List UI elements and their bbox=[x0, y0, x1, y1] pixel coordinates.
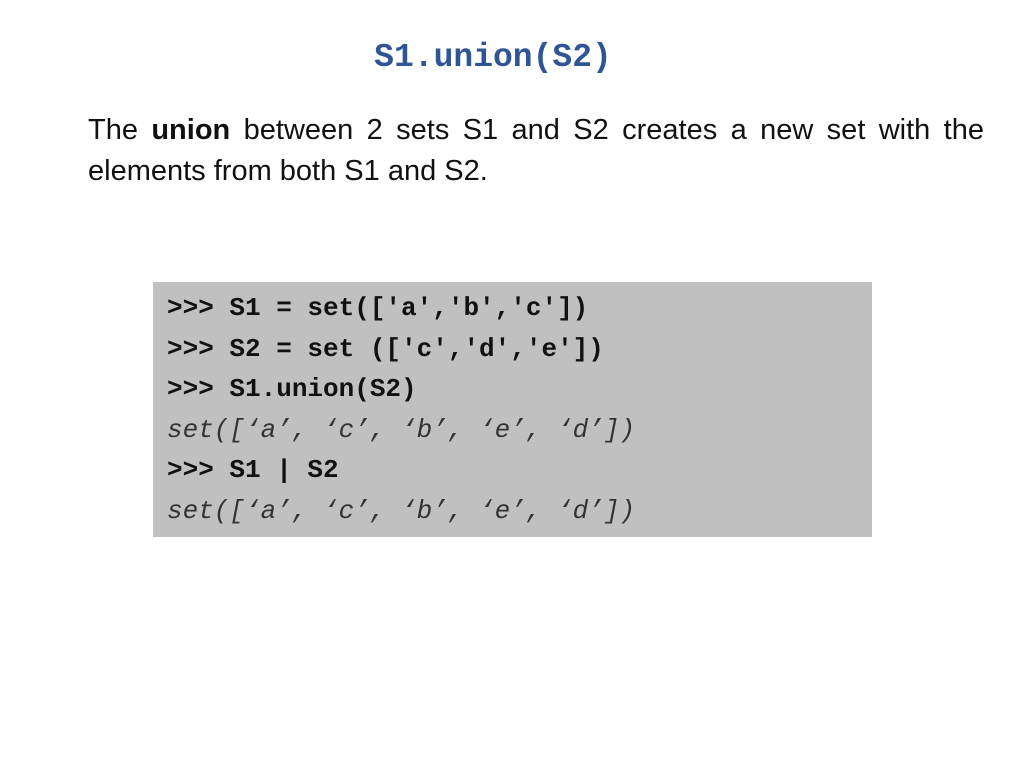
code-example-box: >>> S1 = set(['a','b','c']) >>> S2 = set… bbox=[153, 282, 872, 537]
code-line-define-s1: >>> S1 = set(['a','b','c']) bbox=[167, 293, 589, 323]
code-line-pipe-operator: >>> S1 | S2 bbox=[167, 455, 339, 485]
slide-title: S1.union(S2) bbox=[374, 39, 612, 76]
paragraph-keyword: union bbox=[151, 114, 231, 146]
code-line-union-result: set([‘a’, ‘c’, ‘b’, ‘e’, ‘d’]) bbox=[167, 414, 636, 445]
description-paragraph: The union between 2 sets S1 and S2 creat… bbox=[88, 110, 984, 192]
code-line-pipe-result: set([‘a’, ‘c’, ‘b’, ‘e’, ‘d’]) bbox=[167, 495, 636, 526]
code-line-define-s2: >>> S2 = set (['c','d','e']) bbox=[167, 333, 604, 364]
code-line-union-call: >>> S1.union(S2) bbox=[167, 374, 417, 404]
paragraph-rest: between 2 sets S1 and S2 creates a new s… bbox=[88, 114, 984, 187]
paragraph-intro: The bbox=[88, 114, 152, 146]
